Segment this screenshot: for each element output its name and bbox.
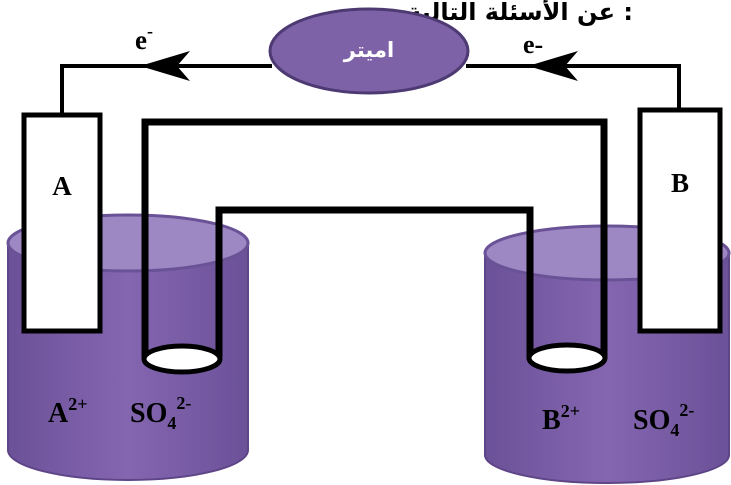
- question-header: عن الأسئلة التالية :: [407, 0, 633, 26]
- salt-bridge-right-opening: [526, 342, 608, 374]
- electron-arrow-left: [140, 51, 190, 81]
- electrode-b-label: B: [671, 168, 689, 198]
- electrode-a: A: [21, 112, 103, 334]
- electrode-b: B: [637, 107, 723, 334]
- electron-label-right: e-: [523, 30, 543, 59]
- ion-label-so4-right: SO42-: [633, 400, 694, 440]
- ammeter-label: اميتر: [343, 38, 394, 62]
- electron-label-left: e-: [135, 21, 153, 55]
- ion-label-a2plus: A2+: [48, 394, 88, 429]
- ammeter: اميتر: [268, 7, 470, 95]
- salt-bridge: [141, 118, 608, 375]
- ion-label-b2plus: B2+: [542, 401, 580, 436]
- salt-bridge-left-opening: [141, 343, 223, 375]
- electrode-a-label: A: [52, 171, 72, 201]
- electron-arrow-right: [528, 51, 578, 81]
- ion-label-so4-left: SO42-: [130, 393, 191, 433]
